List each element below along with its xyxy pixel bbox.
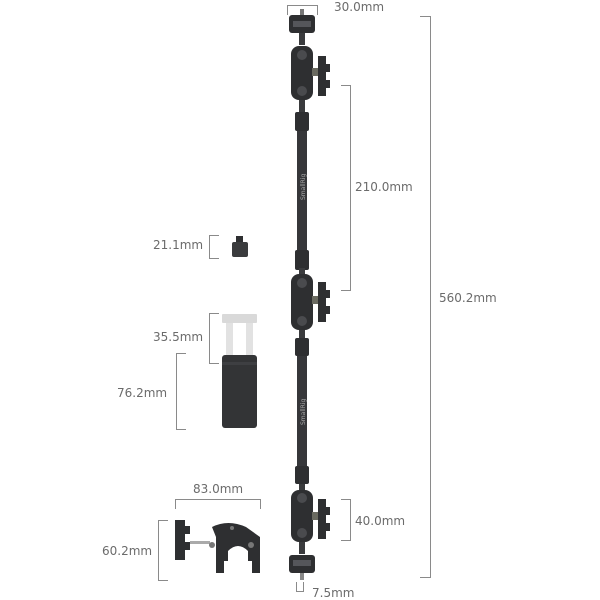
dim-line-83mm (175, 499, 261, 509)
super-clamp (175, 520, 260, 573)
bottom-ball-joint (291, 490, 313, 542)
dim-line-7-5mm (296, 582, 304, 592)
label-83mm: 83.0mm (193, 482, 244, 496)
dim-line-210mm (341, 85, 351, 291)
dim-line-21mm (209, 235, 219, 259)
dim-line-40mm (341, 499, 351, 541)
dim-line-76mm (176, 353, 186, 430)
label-30mm: 30.0mm (334, 0, 385, 14)
top-knob (318, 56, 330, 96)
label-60mm: 60.2mm (102, 544, 153, 558)
phone-holder (222, 314, 257, 428)
rod-lower (297, 356, 307, 466)
dim-line-560mm (420, 16, 431, 578)
dim-line-30mm (287, 5, 318, 15)
rod-logo-upper: SmallRig (300, 174, 307, 201)
bottom-knob (318, 499, 330, 539)
label-76mm: 76.2mm (117, 386, 168, 400)
label-40mm: 40.0mm (355, 514, 406, 528)
rod-logo-lower: SmallRig (300, 399, 307, 426)
screw-adapter (232, 236, 248, 257)
rod-upper (297, 131, 307, 250)
middle-knob (318, 282, 330, 322)
dim-line-60mm (158, 520, 168, 581)
label-35mm: 35.5mm (153, 330, 204, 344)
dim-line-35mm (209, 313, 219, 364)
label-21mm: 21.1mm (153, 238, 204, 252)
top-ball-joint (291, 46, 313, 100)
clamp-knob (175, 520, 190, 560)
dimension-lines (158, 5, 431, 592)
label-210mm: 210.0mm (355, 180, 413, 194)
middle-ball-joint (291, 274, 313, 330)
clamp-body (212, 523, 260, 573)
magic-arm: SmallRig SmallRig (289, 9, 330, 580)
label-560mm: 560.2mm (439, 291, 497, 305)
label-7-5mm: 7.5mm (312, 586, 355, 600)
